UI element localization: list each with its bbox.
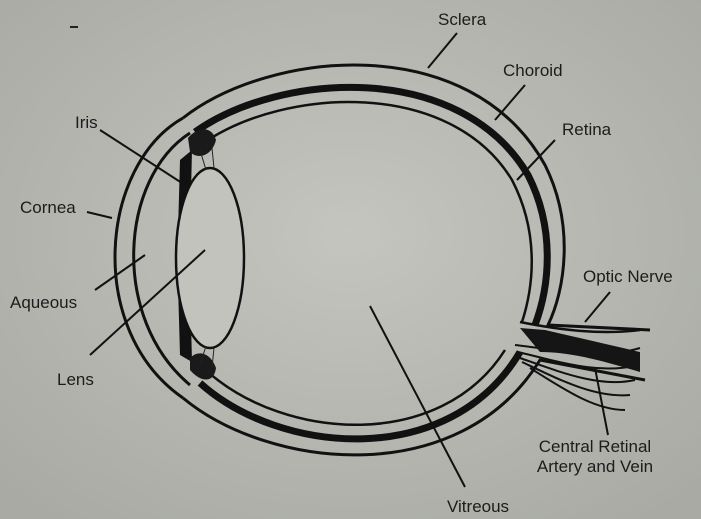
label-iris: Iris <box>75 113 98 133</box>
label-vitreous: Vitreous <box>447 497 509 517</box>
label-aqueous: Aqueous <box>10 293 77 313</box>
label-optic-nerve: Optic Nerve <box>583 267 673 287</box>
label-lens: Lens <box>57 370 94 390</box>
label-central-retinal-line2: Artery and Vein <box>520 457 670 477</box>
label-central-retinal-artery-vein: Central Retinal Artery and Vein <box>520 437 670 477</box>
label-choroid: Choroid <box>503 61 563 81</box>
label-sclera: Sclera <box>438 10 486 30</box>
label-cornea: Cornea <box>20 198 76 218</box>
label-retina: Retina <box>562 120 611 140</box>
lens <box>176 168 244 348</box>
label-central-retinal-line1: Central Retinal <box>520 437 670 457</box>
